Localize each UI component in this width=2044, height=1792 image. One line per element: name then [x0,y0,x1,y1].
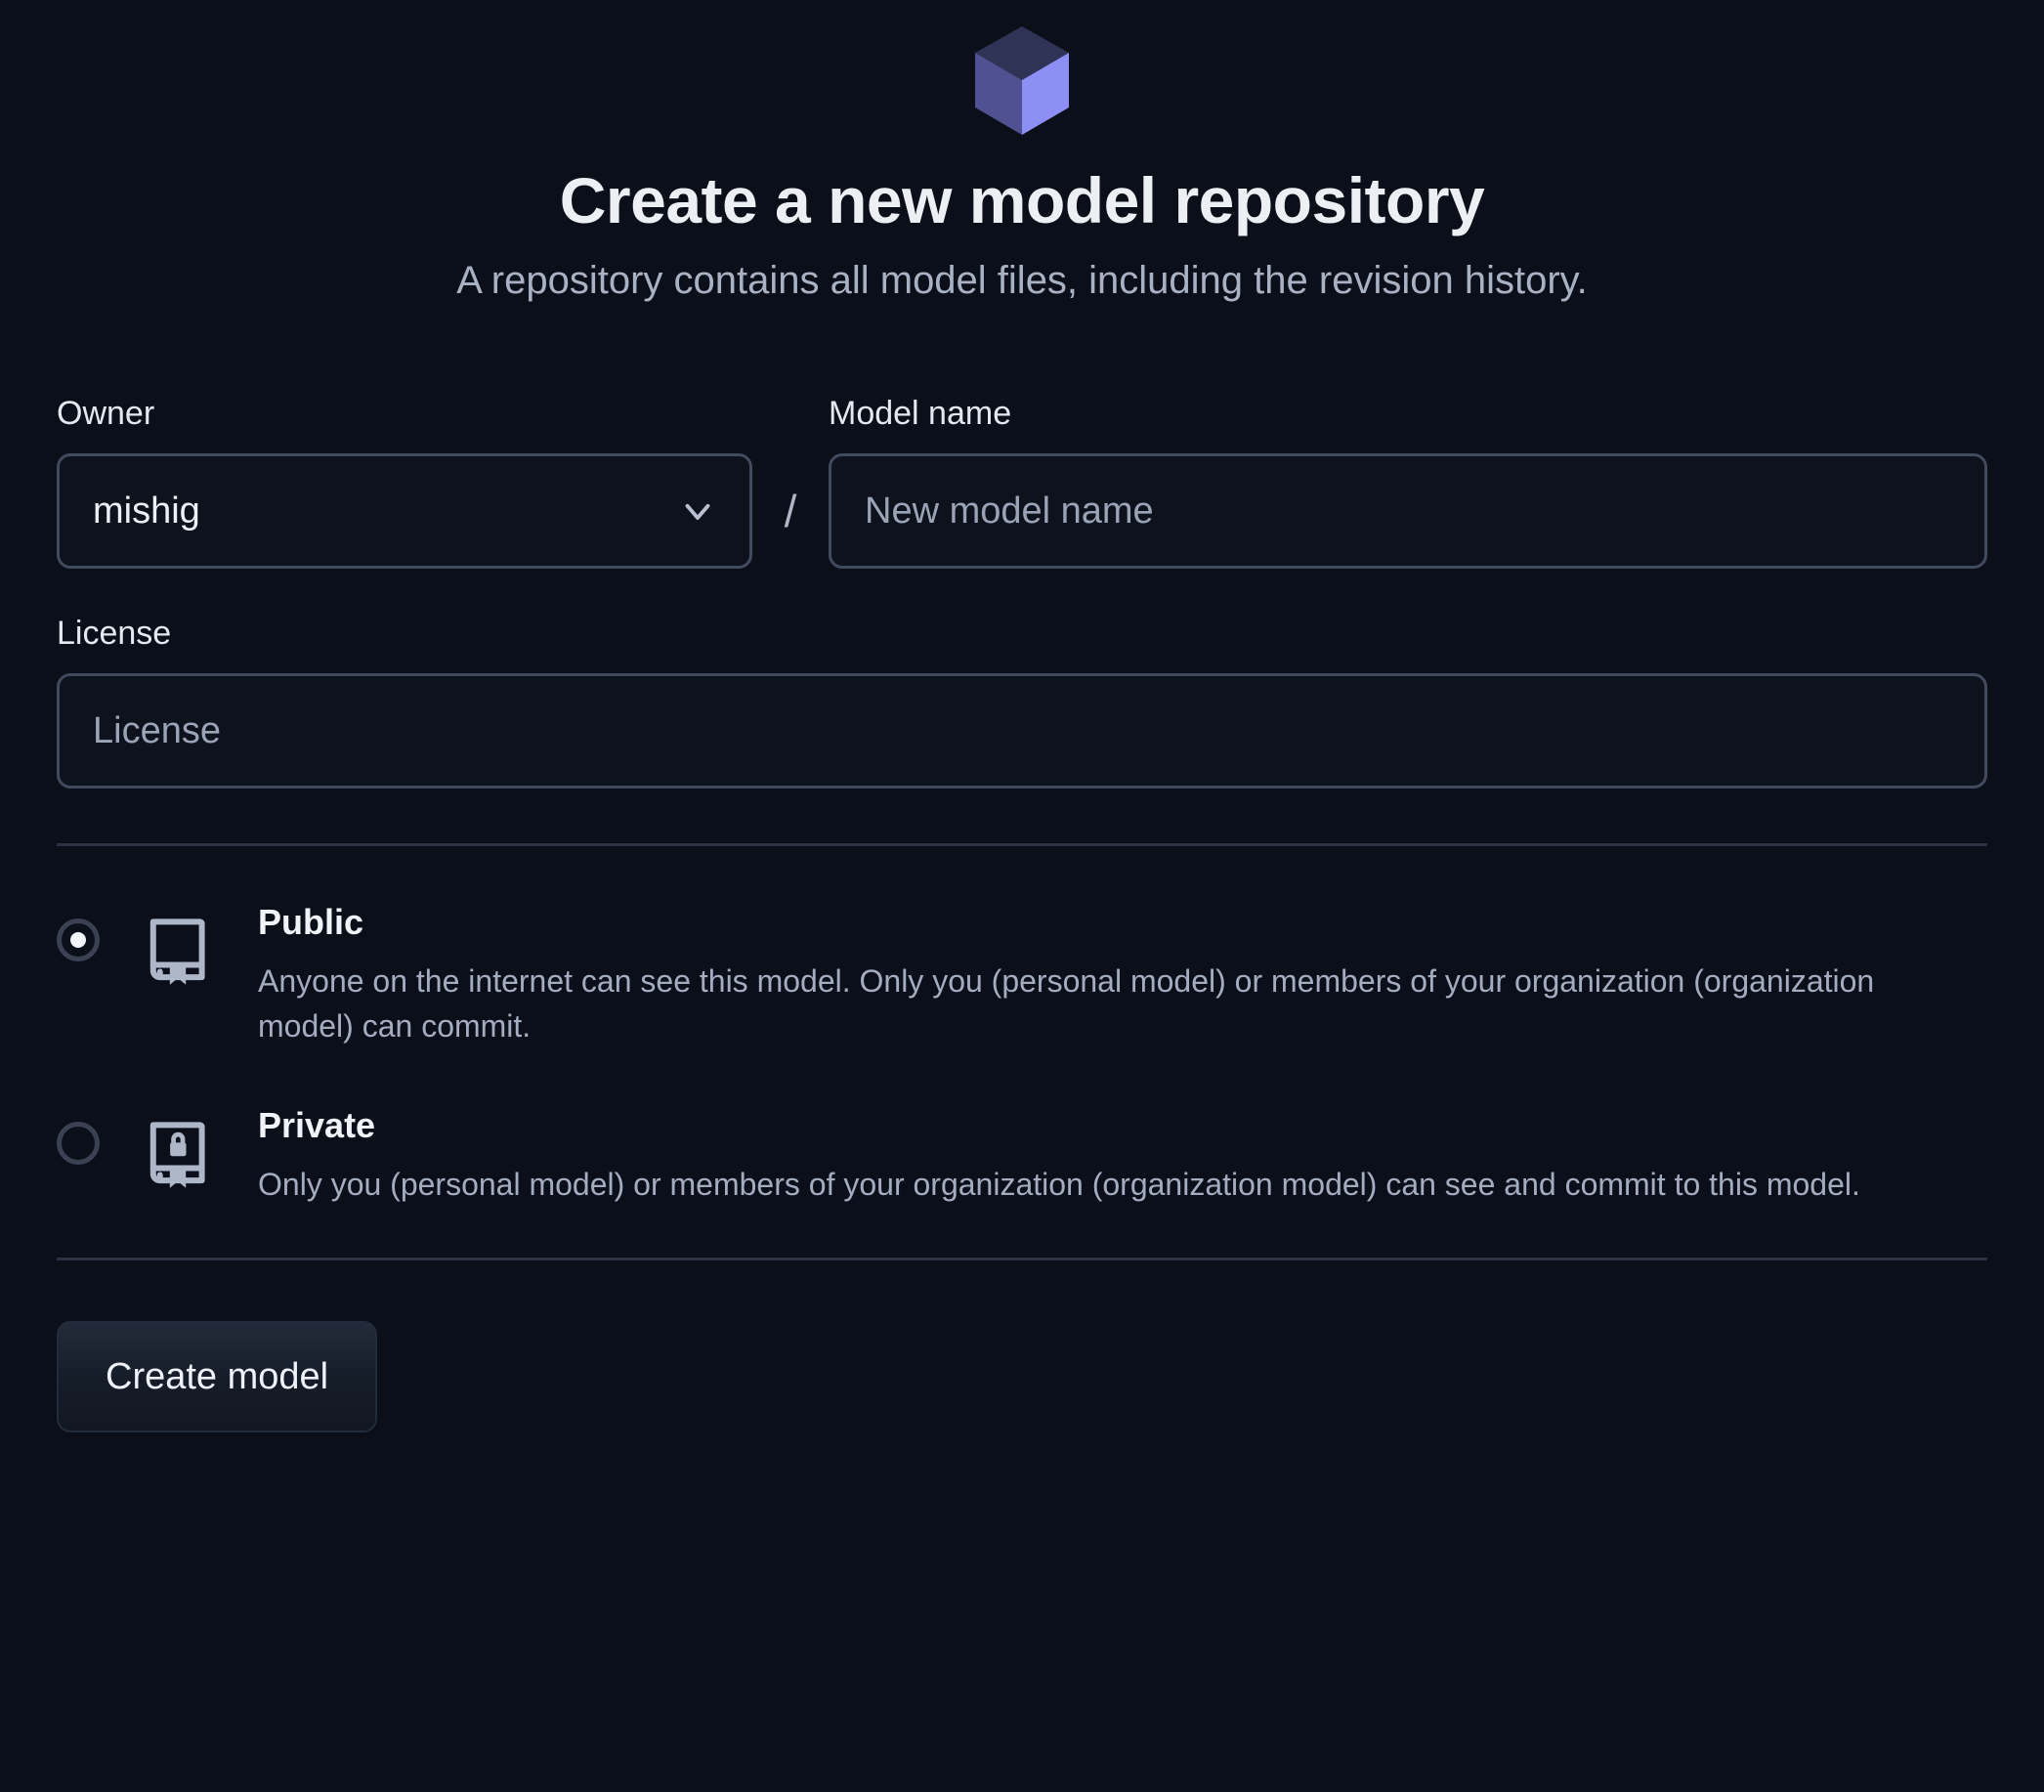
license-label: License [57,614,172,652]
owner-select[interactable]: mishig [57,452,752,569]
model-name-placeholder: New model name [865,490,1154,532]
model-name-field-group: Model name New model name [829,394,1987,569]
page-title: Create a new model repository [559,164,1485,236]
visibility-option-private-title: Private [258,1104,376,1145]
visibility-option-public-description: Anyone on the internet can see this mode… [258,962,1875,1045]
divider-top [57,842,1987,846]
page-subtitle: A repository contains all model files, i… [456,258,1588,302]
create-model-button[interactable]: Create model [57,1321,378,1433]
visibility-option-public-title: Public [258,901,364,942]
chevron-down-icon[interactable] [677,491,718,532]
visibility-options: Public Anyone on the internet can see th… [57,897,1987,1208]
radio-private[interactable] [57,1121,100,1165]
visibility-option-public[interactable]: Public Anyone on the internet can see th… [57,897,1987,1049]
model-name-label: Model name [829,394,1012,432]
book-lock-icon [141,1114,215,1199]
book-icon [141,911,215,996]
license-field-group: License License [57,614,1987,789]
owner-name-separator: / [784,485,797,536]
radio-public[interactable] [57,917,100,961]
visibility-option-private-description: Only you (personal model) or members of … [258,1166,1860,1202]
form-footer: Create model [57,1266,1987,1433]
owner-label: Owner [57,394,155,432]
owner-selected-value: mishig [93,490,200,532]
visibility-option-public-body: Public Anyone on the internet can see th… [258,897,1987,1049]
create-model-form: Owner mishig / Model name New model name [0,394,2044,1433]
visibility-option-private[interactable]: Private Only you (personal model) or mem… [57,1100,1987,1208]
cube-icon [971,24,1073,138]
page-header: Create a new model repository A reposito… [0,0,2044,304]
logo-wrap [0,25,2044,135]
divider-bottom [57,1258,1987,1261]
owner-name-row: Owner mishig / Model name New model name [57,394,1987,569]
owner-field-group: Owner mishig [57,394,752,569]
license-input[interactable]: License [57,672,1987,789]
license-placeholder: License [93,709,221,751]
model-name-input[interactable]: New model name [829,452,1987,569]
visibility-option-private-body: Private Only you (personal model) or mem… [258,1100,1987,1208]
